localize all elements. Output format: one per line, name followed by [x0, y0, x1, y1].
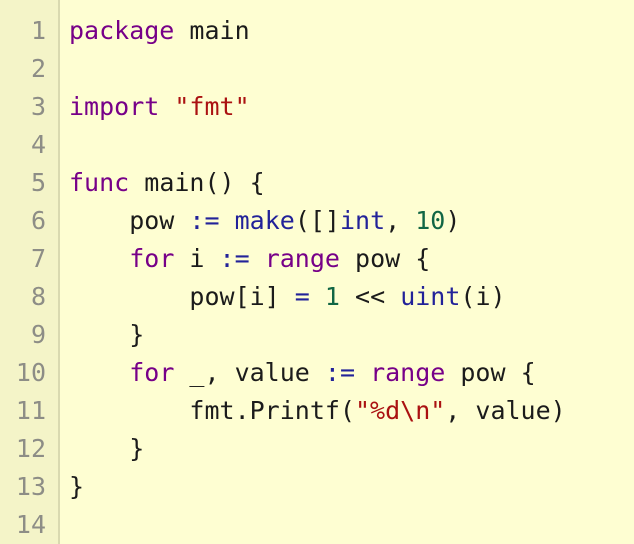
code-line[interactable]: 4 [0, 126, 634, 164]
code-token: pow [69, 206, 190, 235]
code-token: range [264, 244, 340, 273]
code-text[interactable]: import "fmt" [69, 88, 250, 126]
line-number: 6 [30, 206, 46, 235]
line-number: 13 [15, 472, 46, 501]
code-token: , value) [445, 396, 566, 425]
line-number-gutter [0, 0, 60, 544]
code-line[interactable]: 10 for _, value := range pow { [0, 354, 634, 392]
code-text[interactable]: package main [69, 12, 250, 50]
code-token [159, 92, 174, 121]
code-line[interactable]: 6 pow := make([]int, 10) [0, 202, 634, 240]
code-token: "%d\n" [354, 396, 446, 425]
line-number: 12 [15, 434, 46, 463]
code-line[interactable]: 9 } [0, 316, 634, 354]
code-token: import [69, 92, 160, 121]
line-number: 10 [15, 358, 46, 387]
line-number: 9 [30, 320, 46, 349]
line-number: 8 [30, 282, 46, 311]
code-line[interactable]: 1 package main [0, 12, 634, 50]
code-token: package [69, 16, 175, 45]
code-token: := [189, 206, 220, 235]
code-token: uint [400, 282, 461, 311]
code-token: } [69, 472, 85, 501]
code-token [355, 358, 370, 387]
code-text[interactable]: pow := make([]int, 10) [69, 202, 460, 240]
code-token: range [370, 358, 446, 387]
code-token [69, 358, 129, 387]
code-text[interactable]: for i := range pow { [69, 240, 430, 278]
code-line[interactable]: 11 fmt.Printf("%d\n", value) [0, 392, 634, 430]
code-token: pow { [339, 244, 431, 273]
code-token: := [324, 358, 355, 387]
code-token: make [234, 206, 295, 235]
line-number: 11 [15, 396, 46, 425]
line-number: 5 [30, 168, 46, 197]
code-token: } [69, 434, 145, 463]
line-number: 2 [30, 54, 46, 83]
code-token [250, 244, 265, 273]
code-token: } [69, 320, 145, 349]
code-line[interactable]: 5 func main() { [0, 164, 634, 202]
code-token: ) [445, 206, 461, 235]
code-line[interactable]: 8 pow[i] = 1 << uint(i) [0, 278, 634, 316]
line-number: 1 [30, 16, 46, 45]
code-token [310, 282, 325, 311]
code-token: int [339, 206, 386, 235]
code-token: := [219, 244, 250, 273]
code-token: "fmt" [174, 92, 250, 121]
code-text[interactable]: } [69, 468, 84, 506]
code-token [220, 206, 235, 235]
code-text[interactable]: for _, value := range pow { [69, 354, 536, 392]
code-text[interactable]: fmt.Printf("%d\n", value) [69, 392, 566, 430]
line-number: 4 [30, 130, 46, 159]
code-token: ([] [294, 206, 340, 235]
code-text[interactable]: } [69, 316, 144, 354]
code-line[interactable]: 2 [0, 50, 634, 88]
code-token: main [174, 16, 250, 45]
code-text[interactable]: func main() { [69, 164, 265, 202]
code-line[interactable]: 3 import "fmt" [0, 88, 634, 126]
line-number: 7 [30, 244, 46, 273]
line-number: 3 [30, 92, 46, 121]
line-number: 14 [15, 510, 46, 539]
code-token: func [69, 168, 130, 197]
code-token: fmt.Printf( [69, 396, 355, 425]
code-token: pow { [445, 358, 536, 387]
code-token: << [339, 282, 401, 311]
code-token: for [129, 244, 175, 273]
code-line[interactable]: 7 for i := range pow { [0, 240, 634, 278]
code-token: = [294, 282, 310, 311]
code-token: for [129, 358, 175, 387]
code-line[interactable]: 14 [0, 506, 634, 544]
code-token: 1 [324, 282, 340, 311]
code-line[interactable]: 12 } [0, 430, 634, 468]
code-token [69, 244, 129, 273]
code-token: , [385, 206, 416, 235]
code-text[interactable]: } [69, 430, 144, 468]
code-token: 10 [415, 206, 446, 235]
code-text[interactable]: pow[i] = 1 << uint(i) [69, 278, 506, 316]
code-token: i [174, 244, 220, 273]
code-token: (i) [460, 282, 506, 311]
code-token: main() { [129, 168, 265, 197]
code-token: pow[i] [69, 282, 295, 311]
code-token: _, value [174, 358, 325, 387]
code-line[interactable]: 13} [0, 468, 634, 506]
